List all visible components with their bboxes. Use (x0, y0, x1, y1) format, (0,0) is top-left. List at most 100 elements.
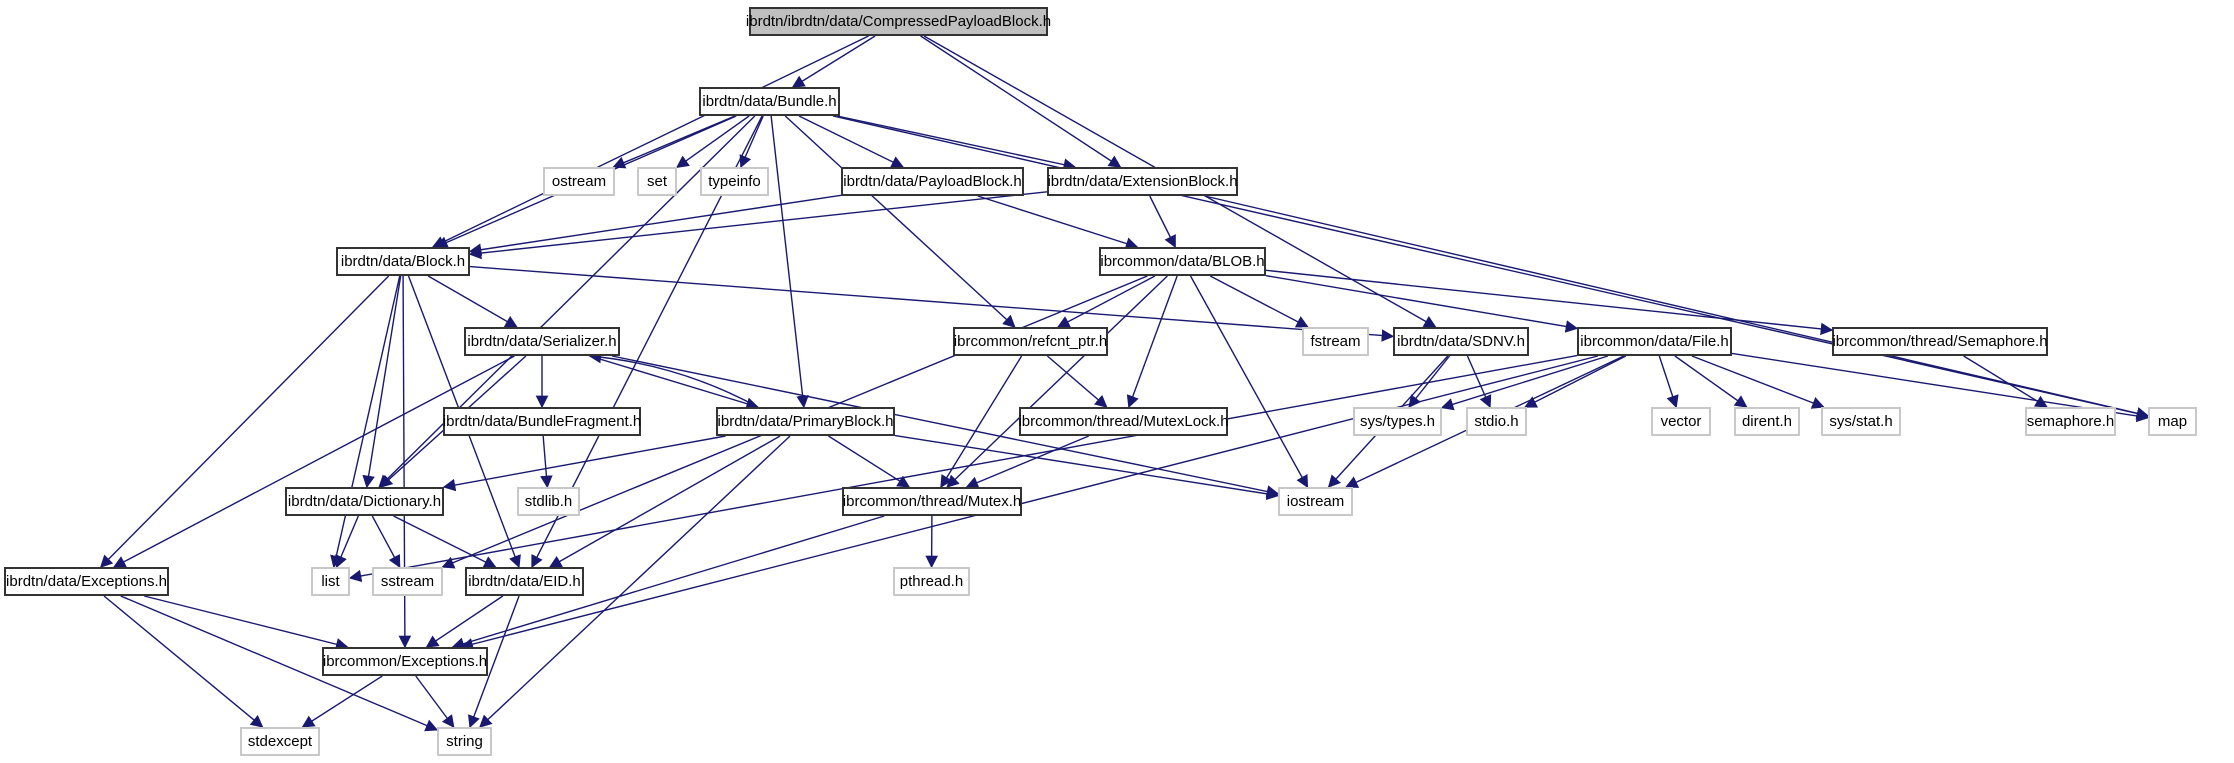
node-exceptions[interactable]: ibrdtn/data/Exceptions.h (4, 567, 169, 596)
edge-primary-to-dictionary (442, 435, 726, 492)
node-fstream: fstream (1302, 327, 1369, 356)
node-semaphore[interactable]: ibrcommon/thread/Semaphore.h (1832, 327, 2048, 356)
node-label: ibrdtn/data/ExtensionBlock.h (1047, 173, 1238, 190)
node-label: sys/stat.h (1829, 413, 1893, 430)
node-list: list (311, 567, 350, 596)
node-dictionary[interactable]: ibrdtn/data/Dictionary.h (285, 487, 444, 516)
node-label: dirent.h (1741, 413, 1793, 430)
node-iostream: iostream (1278, 487, 1353, 516)
node-label: ibrcommon/data/File.h (1580, 333, 1729, 350)
node-label: fstream (1310, 333, 1361, 350)
node-sdnv[interactable]: ibrdtn/data/SDNV.h (1393, 327, 1529, 356)
node-mutex[interactable]: ibrcommon/thread/Mutex.h (842, 487, 1022, 516)
node-label: stdlib.h (524, 493, 573, 510)
edge-exceptions-to-stdexcept (103, 595, 264, 728)
edge-file-to-vector (1658, 355, 1679, 409)
node-label: map (2157, 413, 2188, 430)
node-label: sstream (380, 573, 435, 590)
edge-exceptions-to-icexceptions (144, 595, 349, 651)
edge-block-to-serializer (427, 275, 518, 328)
edge-block-to-list (330, 275, 401, 569)
node-label: ibrdtn/data/SDNV.h (1397, 333, 1525, 350)
node-label: ibrdtn/ibrdtn/data/CompressedPayloadBloc… (745, 13, 1052, 30)
edge-block-to-exceptions (99, 275, 390, 568)
edge-compressed-to-extension (920, 35, 1122, 168)
node-block[interactable]: ibrdtn/data/Block.h (336, 247, 470, 276)
node-blob[interactable]: ibrcommon/data/BLOB.h (1099, 247, 1266, 276)
node-label: ibrdtn/data/PrimaryBlock.h (717, 413, 894, 430)
node-extension[interactable]: ibrdtn/data/ExtensionBlock.h (1047, 167, 1238, 196)
edge-compressed-to-block (431, 35, 869, 248)
edge-bundle-to-refcnt (784, 115, 1016, 328)
node-primary[interactable]: ibrdtn/data/PrimaryBlock.h (716, 407, 895, 436)
node-map: map (2148, 407, 2197, 436)
node-refcnt[interactable]: ibrcommon/refcnt_ptr.h (953, 327, 1108, 356)
edge-block-to-icexceptions (398, 275, 412, 649)
node-label: set (646, 173, 667, 190)
edge-file-to-stdio (1524, 355, 1627, 408)
edge-dictionary-to-eid (393, 515, 497, 568)
node-label: vector (1660, 413, 1702, 430)
node-label: ibrdtn/data/Dictionary.h (287, 493, 442, 510)
edge-blob-to-mutex (946, 275, 1168, 488)
node-file[interactable]: ibrcommon/data/File.h (1577, 327, 1732, 356)
node-icexceptions[interactable]: ibrcommon/Exceptions.h (322, 647, 488, 676)
node-label: stdio.h (1474, 413, 1519, 430)
node-label: ostream (551, 173, 607, 190)
node-bundle[interactable]: ibrdtn/data/Bundle.h (699, 87, 840, 116)
edge-file-to-dirent (1674, 355, 1748, 408)
node-label: ibrcommon/refcnt_ptr.h (953, 333, 1108, 350)
edge-blob-to-mutexlock (1126, 275, 1178, 409)
node-label: ibrdtn/data/BundleFragment.h (442, 413, 642, 430)
node-fragment[interactable]: ibrdtn/data/BundleFragment.h (443, 407, 641, 436)
edge-dictionary-to-list (335, 515, 359, 569)
node-label: typeinfo (708, 173, 761, 190)
node-label: ibrdtn/data/PayloadBlock.h (843, 173, 1022, 190)
node-sstream: sstream (372, 567, 443, 596)
edge-mutex-to-icexceptions (451, 515, 885, 650)
node-compressed[interactable]: ibrdtn/ibrdtn/data/CompressedPayloadBloc… (745, 7, 1052, 36)
node-label: ibrdtn/data/Serializer.h (467, 333, 617, 350)
edge-file-to-systypes (1440, 355, 1609, 411)
edge-icexceptions-to-stdexcept (301, 675, 383, 728)
node-typeinfo: typeinfo (700, 167, 769, 196)
node-label: ibrdtn/data/Exceptions.h (6, 573, 167, 590)
node-label: ibrcommon/thread/Semaphore.h (1832, 333, 2048, 350)
edge-sdnv-to-stdio (1466, 355, 1492, 409)
edge-compressed-to-bundle (791, 35, 876, 88)
node-stdlib: stdlib.h (517, 487, 580, 516)
edge-file-to-icexceptions (460, 355, 1599, 651)
node-eid[interactable]: ibrdtn/data/EID.h (465, 567, 584, 596)
node-stdexcept: stdexcept (240, 727, 320, 756)
node-label: iostream (1286, 493, 1345, 510)
edge-serializer-to-iostream (611, 355, 1280, 498)
edge-payload-to-block (468, 194, 842, 256)
node-label: ibrcommon/data/BLOB.h (1100, 253, 1265, 270)
edge-primary-to-eid (548, 435, 781, 568)
edge-sdnv-to-systypes (1408, 355, 1451, 408)
node-mutexlock[interactable]: ibrcommon/thread/MutexLock.h (1018, 407, 1229, 436)
edge-primary-to-mutex (828, 435, 911, 488)
edge-exceptions-to-string (120, 595, 439, 732)
node-label: pthread.h (899, 573, 964, 590)
edge-serializer-to-exceptions (112, 355, 515, 568)
edge-fragment-to-stdlib (540, 435, 553, 489)
node-sysstat: sys/stat.h (1821, 407, 1901, 436)
edge-blob-to-file (1265, 274, 1579, 333)
node-payload[interactable]: ibrdtn/data/PayloadBlock.h (841, 167, 1024, 196)
edge-extension-to-map (1204, 195, 2150, 420)
edge-bundle-to-ostream (612, 115, 736, 169)
node-stdio: stdio.h (1466, 407, 1527, 436)
node-label: ibrcommon/Exceptions.h (322, 653, 488, 670)
edge-payload-to-blob (977, 195, 1139, 250)
edges-layer (99, 35, 2150, 732)
node-pthread: pthread.h (893, 567, 970, 596)
edge-file-to-list (348, 354, 1578, 583)
node-label: semaphore.h (2026, 413, 2115, 430)
edge-bundle-to-typeinfo (739, 115, 764, 169)
node-semaphoreh: semaphore.h (2025, 407, 2116, 436)
node-serializer[interactable]: ibrdtn/data/Serializer.h (464, 327, 620, 356)
node-label: ibrdtn/data/Block.h (340, 253, 466, 270)
edge-bundle-to-payload (798, 115, 905, 168)
edge-block-to-dictionary (362, 275, 402, 489)
